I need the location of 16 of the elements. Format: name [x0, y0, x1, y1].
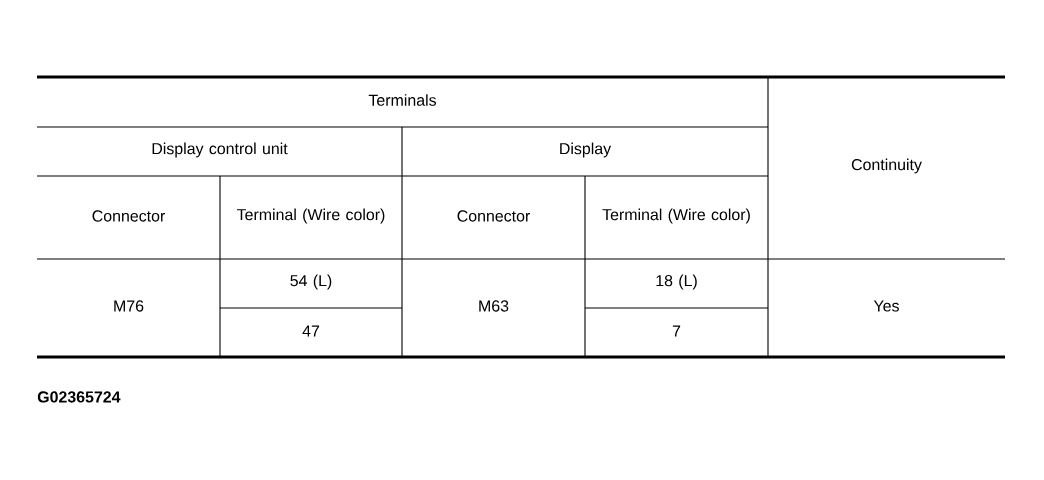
- cell-value: 7: [672, 325, 681, 337]
- header-text: Terminal (Wire color): [236, 208, 385, 224]
- header-text: Continuity: [851, 158, 922, 174]
- cell-value: 54 (L): [290, 274, 332, 290]
- header-text: Display control unit: [152, 142, 288, 158]
- header-text: Terminals: [368, 94, 437, 106]
- cell-value: M76: [114, 300, 144, 312]
- header-text: Connector: [457, 210, 530, 222]
- header-text: Display: [560, 142, 612, 158]
- cell-value: Yes: [873, 300, 899, 312]
- cell-value: 47: [302, 325, 320, 337]
- header-text: Terminal (Wire color): [602, 208, 750, 224]
- cell-value: M63: [479, 300, 509, 312]
- cell-value: 18 (L): [656, 274, 697, 290]
- figure-code: G02365724: [37, 391, 121, 403]
- header-text: Connector: [92, 210, 165, 222]
